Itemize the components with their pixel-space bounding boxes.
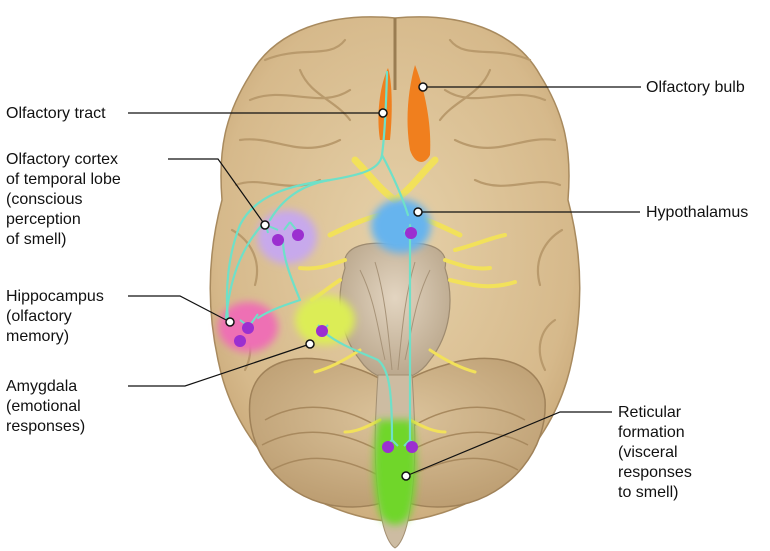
nerve-left-4 (343, 418, 382, 434)
nerve-right-4 (428, 348, 477, 374)
leader-lines (128, 86, 641, 477)
hypothalamus-region (371, 199, 431, 253)
label-reticular-formation: Reticular formation (visceral responses … (618, 404, 692, 501)
gyri-folds (230, 38, 564, 372)
pathway-cortex-to-amygdala (281, 238, 302, 302)
olfactory-bulb-right (407, 65, 431, 162)
pathway-to-cortex (268, 178, 332, 222)
optic-nerve-left (351, 156, 399, 204)
optic-nerve-right (391, 156, 439, 204)
nerve-left-1 (298, 258, 347, 271)
pathway-cortex-to-hippocampus (256, 298, 302, 320)
cerebellum-folia (261, 406, 529, 476)
nerve-left-3 (313, 348, 362, 374)
leader-reticular-formation (405, 411, 612, 477)
neuron-cortex-1 (272, 234, 284, 246)
label-amygdala: Amygdala (emotional responses) (6, 378, 86, 435)
neuron-hypothalamus (405, 227, 417, 239)
label-hippocampus: Hippocampus (olfactory memory) (6, 288, 104, 345)
nerve-right-1 (443, 258, 492, 271)
neurons (234, 227, 418, 453)
label-olfactory-cortex: Olfactory cortex of temporal lobe (consc… (6, 151, 121, 248)
olfactory-pathway (224, 70, 412, 442)
label-olfactory-bulb: Olfactory bulb (646, 79, 745, 96)
label-hypothalamus: Hypothalamus (646, 204, 749, 221)
neuron-reticular-1 (382, 441, 394, 453)
label-olfactory-tract: Olfactory tract (6, 105, 106, 122)
neuron-reticular-2 (406, 441, 418, 453)
pathway-hippo-branch (224, 223, 264, 320)
neuron-hippocampus-2 (234, 335, 246, 347)
amygdala-region (295, 295, 355, 345)
neuron-amygdala (316, 325, 328, 337)
pons-striations (359, 261, 431, 371)
pathway-to-hypothalamus (380, 153, 410, 217)
olfactory-cortex-region (257, 210, 317, 264)
leader-endpoints (225, 82, 428, 481)
leader-hippocampus (128, 295, 231, 323)
nerve-right-5 (408, 418, 447, 434)
neuron-hippocampus-1 (242, 322, 254, 334)
pathway-amygdala-to-reticular (323, 331, 394, 442)
nerve-right-2 (453, 233, 507, 252)
leader-olfactory-cortex (168, 158, 266, 226)
nerve-right-3 (448, 278, 517, 289)
neuron-cortex-2 (292, 229, 304, 241)
leader-amygdala (128, 343, 311, 387)
